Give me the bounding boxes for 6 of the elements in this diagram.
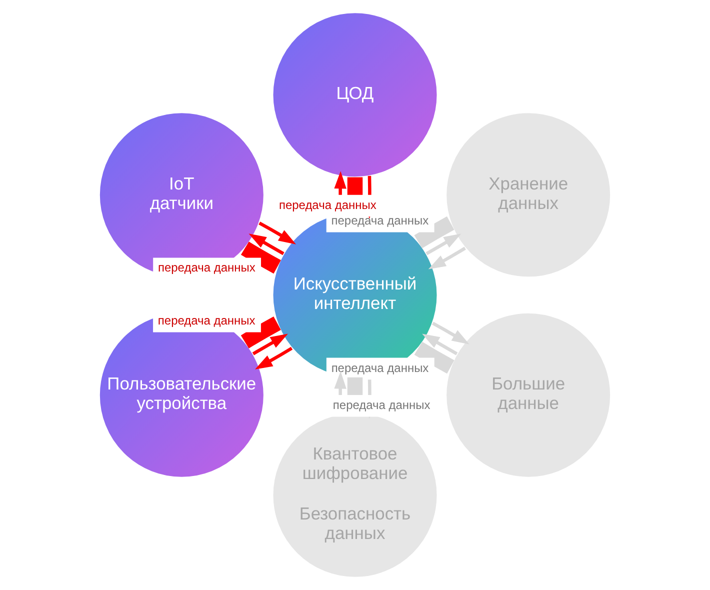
edge-label: передача данных (331, 213, 429, 228)
edge-label: передача данных (331, 360, 429, 375)
edge-label: передача данных (158, 260, 256, 275)
edge-label: передача данных (332, 398, 430, 412)
edge-label: передача данных (278, 198, 376, 212)
edge-label: передача данных (158, 313, 256, 328)
